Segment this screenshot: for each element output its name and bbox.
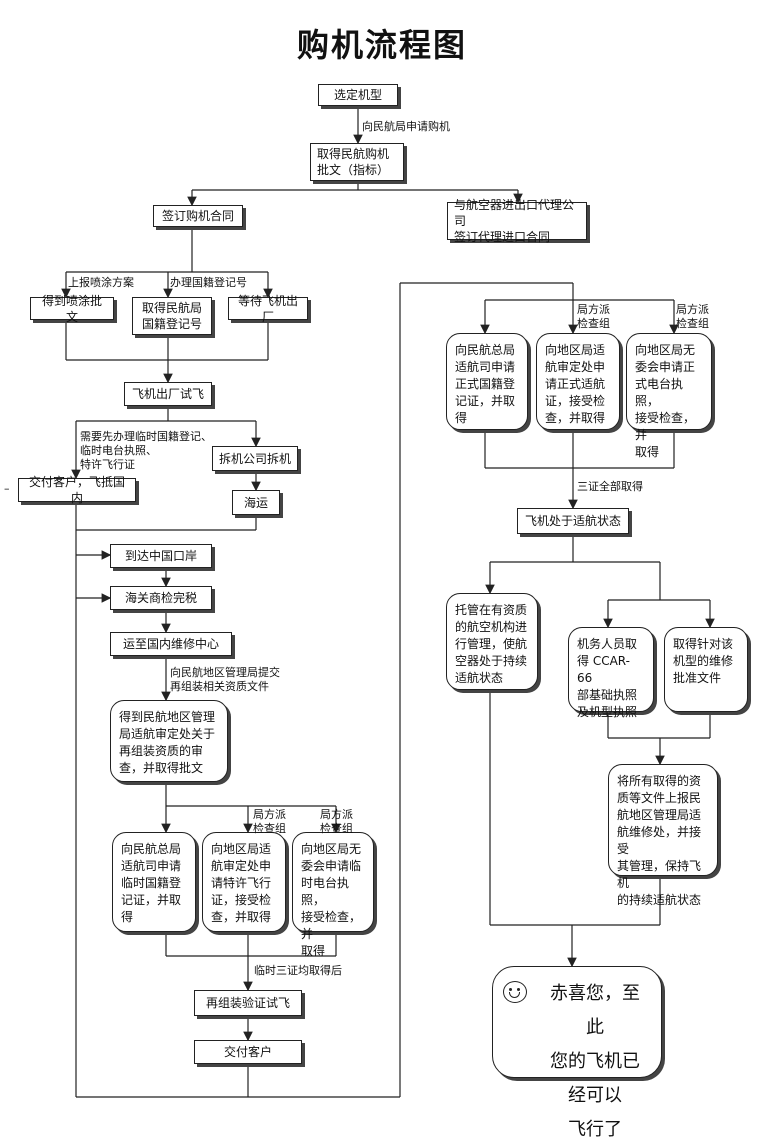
- import-agent-box: 与航空器进出口代理公司 签订代理进口合同: [447, 198, 587, 244]
- submit-region-label: 向民航地区管理局提交 再组装相关资质文件: [170, 666, 280, 693]
- all-three-done-label: 三证全部取得: [577, 480, 643, 493]
- delivery-domestic-box: 交付客户，飞抵国内: [18, 475, 136, 505]
- bureau-team-label-2: 局方派 检查组: [320, 808, 353, 835]
- disassembly-box: 拆机公司拆机: [212, 446, 298, 471]
- reassembly-test-box: 再组装验证试飞: [194, 990, 302, 1016]
- need-temp-label: 需要先办理临时国籍登记、 临时电台执照、 特许飞行证: [80, 430, 212, 471]
- connector-lines: [61, 106, 715, 1098]
- reassembly-approval-box: 得到民航地区管理 局适航审定处关于 再组装资质的审 查，并取得批文: [110, 700, 228, 782]
- to-mro-box: 运至国内维修中心: [110, 632, 232, 656]
- submit-files-box: 将所有取得的资 质等文件上报民 航地区管理局适 航维修处，并接受 其管理，保持飞…: [608, 764, 718, 907]
- nat-reg-number-box: 取得民航局 国籍登记号: [132, 297, 212, 335]
- apply-purchase-label: 向民航局申请购机: [362, 120, 450, 133]
- formal-reg-box: 向民航总局 适航司申请 正式国籍登 记证，并取 得: [446, 333, 528, 430]
- bureau-team-label-3: 局方派 检查组: [577, 303, 610, 330]
- trusteeship-box: 托管在有资质 的航空机构进 行管理，使航 空器处于持续 适航状态: [446, 593, 538, 690]
- report-paint-label: 上报喷涂方案: [68, 276, 134, 289]
- wait-factory-box: 等待飞机出厂: [228, 294, 308, 324]
- smiley-icon: [503, 981, 527, 1003]
- special-flight-box: 向地区局适 航审定处申 请特许飞行 证，接受检 查，并取得: [202, 832, 286, 932]
- crew-license-box: 机务人员取 得 CCAR-66 部基础执照 及机型执照: [568, 627, 654, 719]
- sign-contract-box: 签订购机合同: [153, 205, 243, 227]
- temp-three-done-label: 临时三证均取得后: [254, 964, 342, 977]
- formal-airworthiness-box: 向地区局适 航审定处申 请正式适航 证，接受检 查，并取得: [536, 333, 620, 430]
- select-model-box: 选定机型: [318, 84, 398, 106]
- factory-test-box: 飞机出厂试飞: [124, 382, 212, 406]
- sea-shipping-box: 海运: [232, 490, 280, 515]
- formal-radio-box: 向地区局无 委会申请正 式电台执照， 接受检查，并 取得: [626, 333, 712, 459]
- maintenance-approval-box: 取得针对该 机型的维修 批准文件: [664, 627, 748, 712]
- dash-mark: –: [4, 482, 10, 495]
- get-approval-box: 取得民航购机 批文（指标）: [310, 143, 404, 181]
- temp-radio-box: 向地区局无 委会申请临 时电台执照， 接受检查，并 取得: [292, 832, 374, 958]
- arrive-port-box: 到达中国口岸: [110, 544, 212, 568]
- temp-reg-box: 向民航总局 适航司申请 临时国籍登 记证，并取 得: [112, 832, 196, 932]
- deliver-customer-box: 交付客户: [194, 1040, 302, 1064]
- airworthy-state-box: 飞机处于适航状态: [517, 508, 629, 534]
- handle-reg-label: 办理国籍登记号: [170, 276, 247, 289]
- diagram-title: 购机流程图: [296, 26, 467, 64]
- paint-approval-box: 得到喷涂批文: [30, 294, 114, 324]
- bureau-team-label-4: 局方派 检查组: [676, 303, 709, 330]
- final-message-text: 赤喜您，至此 您的飞机已经可以 飞行了: [550, 983, 640, 1140]
- customs-box: 海关商检完税: [110, 586, 212, 610]
- bureau-team-label-1: 局方派 检查组: [253, 808, 286, 835]
